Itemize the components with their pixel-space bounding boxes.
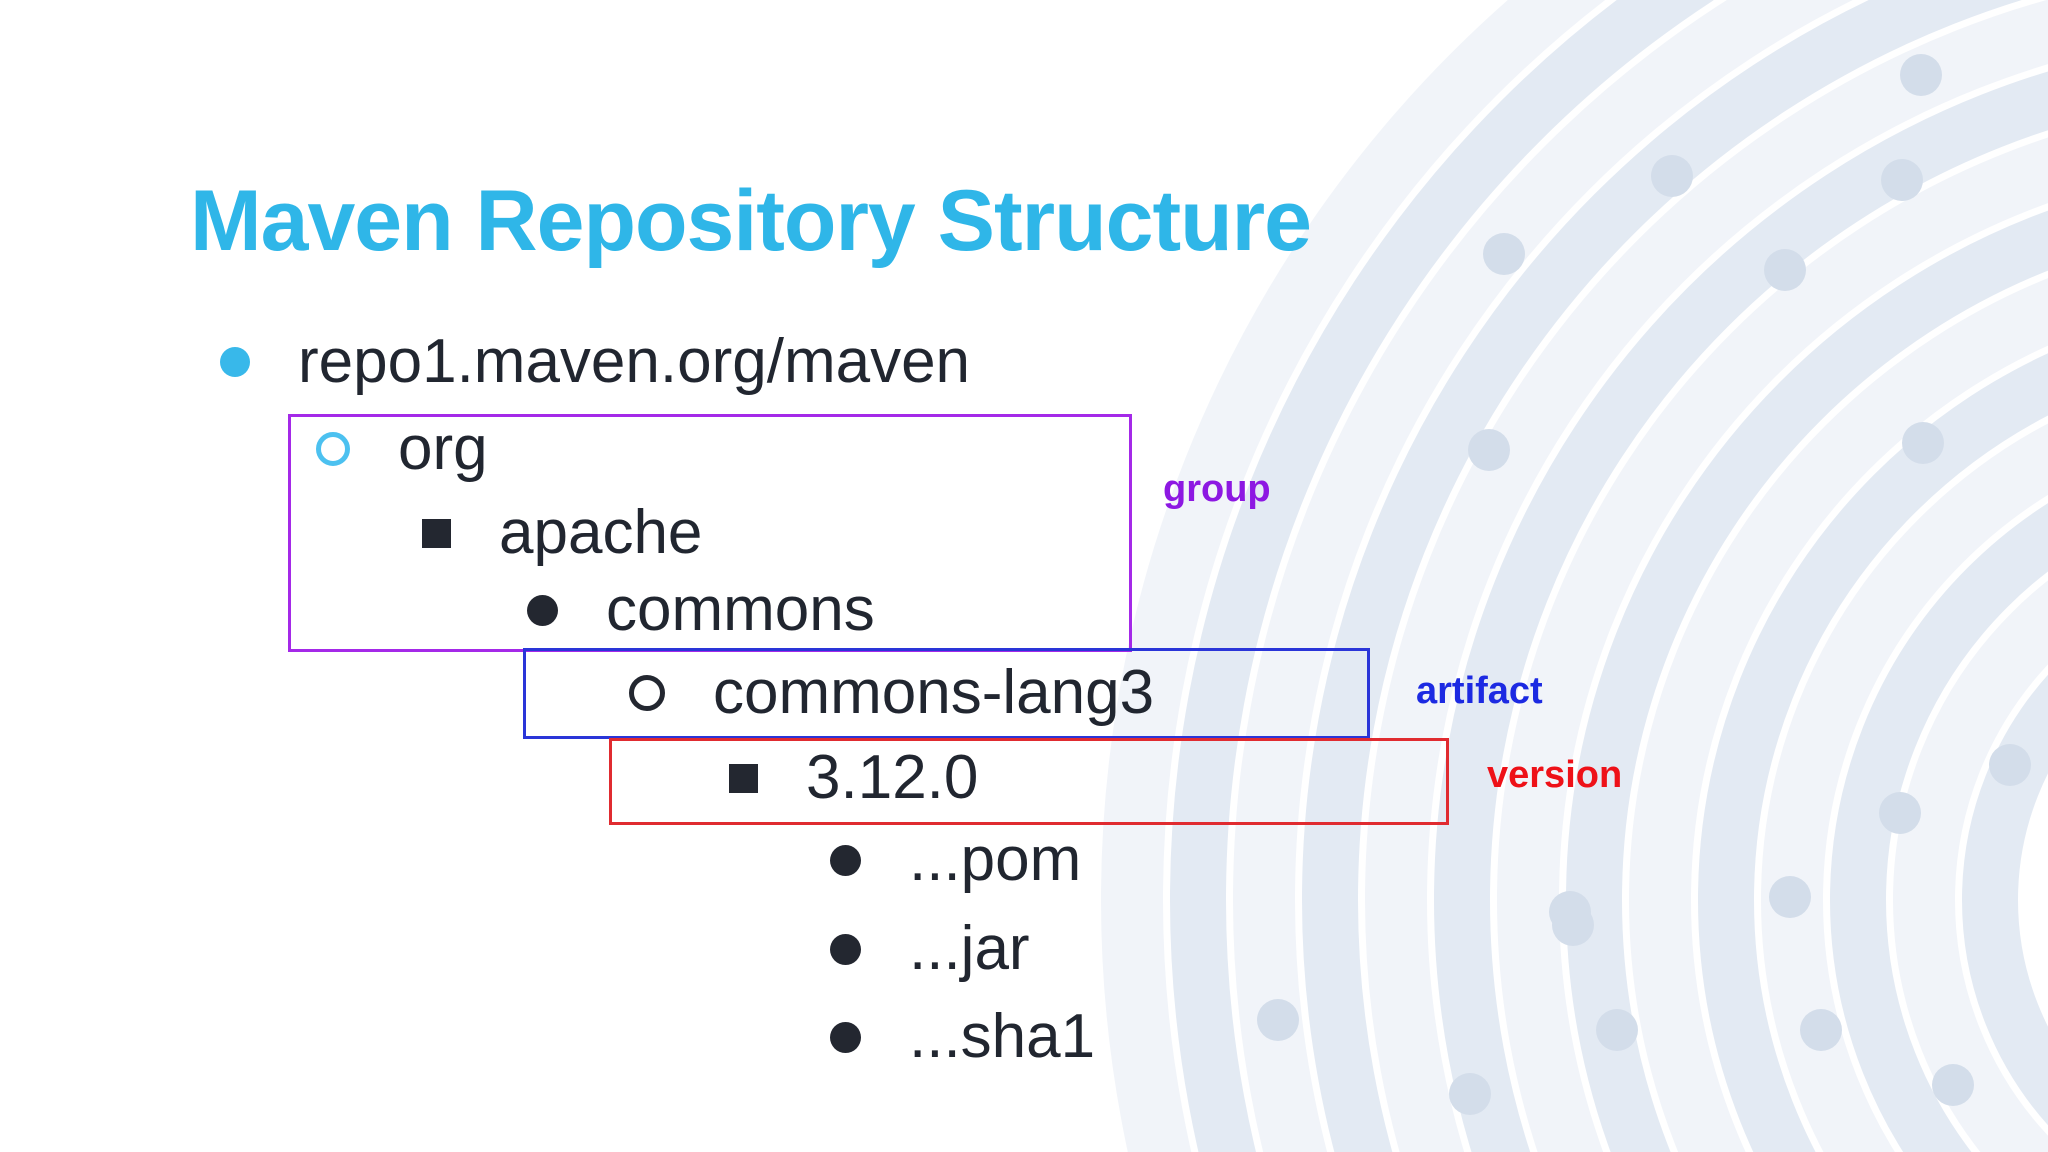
tree-item-org: org xyxy=(316,413,488,485)
tree-item-repo-url: repo1.maven.org/maven xyxy=(220,326,970,398)
bullet-disc-icon xyxy=(830,844,861,876)
tree-item-label: repo1.maven.org/maven xyxy=(298,327,971,396)
version-callout-label: version xyxy=(1487,754,1623,796)
tree-item-version-number: 3.12.0 xyxy=(729,742,978,814)
artifact-callout-label: artifact xyxy=(1416,670,1543,712)
tree-item-label: org xyxy=(398,414,488,483)
group-callout-label: group xyxy=(1163,468,1271,510)
tree-item-label: 3.12.0 xyxy=(806,743,979,812)
tree-item-label: apache xyxy=(499,498,703,567)
bullet-disc-icon xyxy=(220,347,250,377)
tree-item-pom: ...pom xyxy=(830,824,1081,896)
bullet-disc-icon xyxy=(830,1021,861,1053)
bullet-disc-icon xyxy=(830,933,861,965)
tree-item-label: commons-lang3 xyxy=(713,658,1155,727)
tree-item-commons: commons xyxy=(527,574,875,646)
tree-item-label: ...jar xyxy=(909,914,1030,983)
bullet-square-icon xyxy=(729,763,758,793)
tree-item-commons-lang3: commons-lang3 xyxy=(629,657,1154,729)
tree-item-jar: ...jar xyxy=(830,913,1030,985)
bullet-disc-icon xyxy=(527,594,558,626)
bullet-circle-icon xyxy=(316,432,350,466)
tree-item-label: commons xyxy=(606,575,875,644)
tree-item-label: ...pom xyxy=(909,825,1082,894)
bullet-square-icon xyxy=(422,518,451,548)
bullet-circle-icon xyxy=(629,675,665,711)
page-title: Maven Repository Structure xyxy=(190,173,1312,269)
tree-item-label: ...sha1 xyxy=(909,1002,1096,1071)
tree-item-sha1: ...sha1 xyxy=(830,1001,1095,1073)
tree-item-apache: apache xyxy=(422,497,702,569)
